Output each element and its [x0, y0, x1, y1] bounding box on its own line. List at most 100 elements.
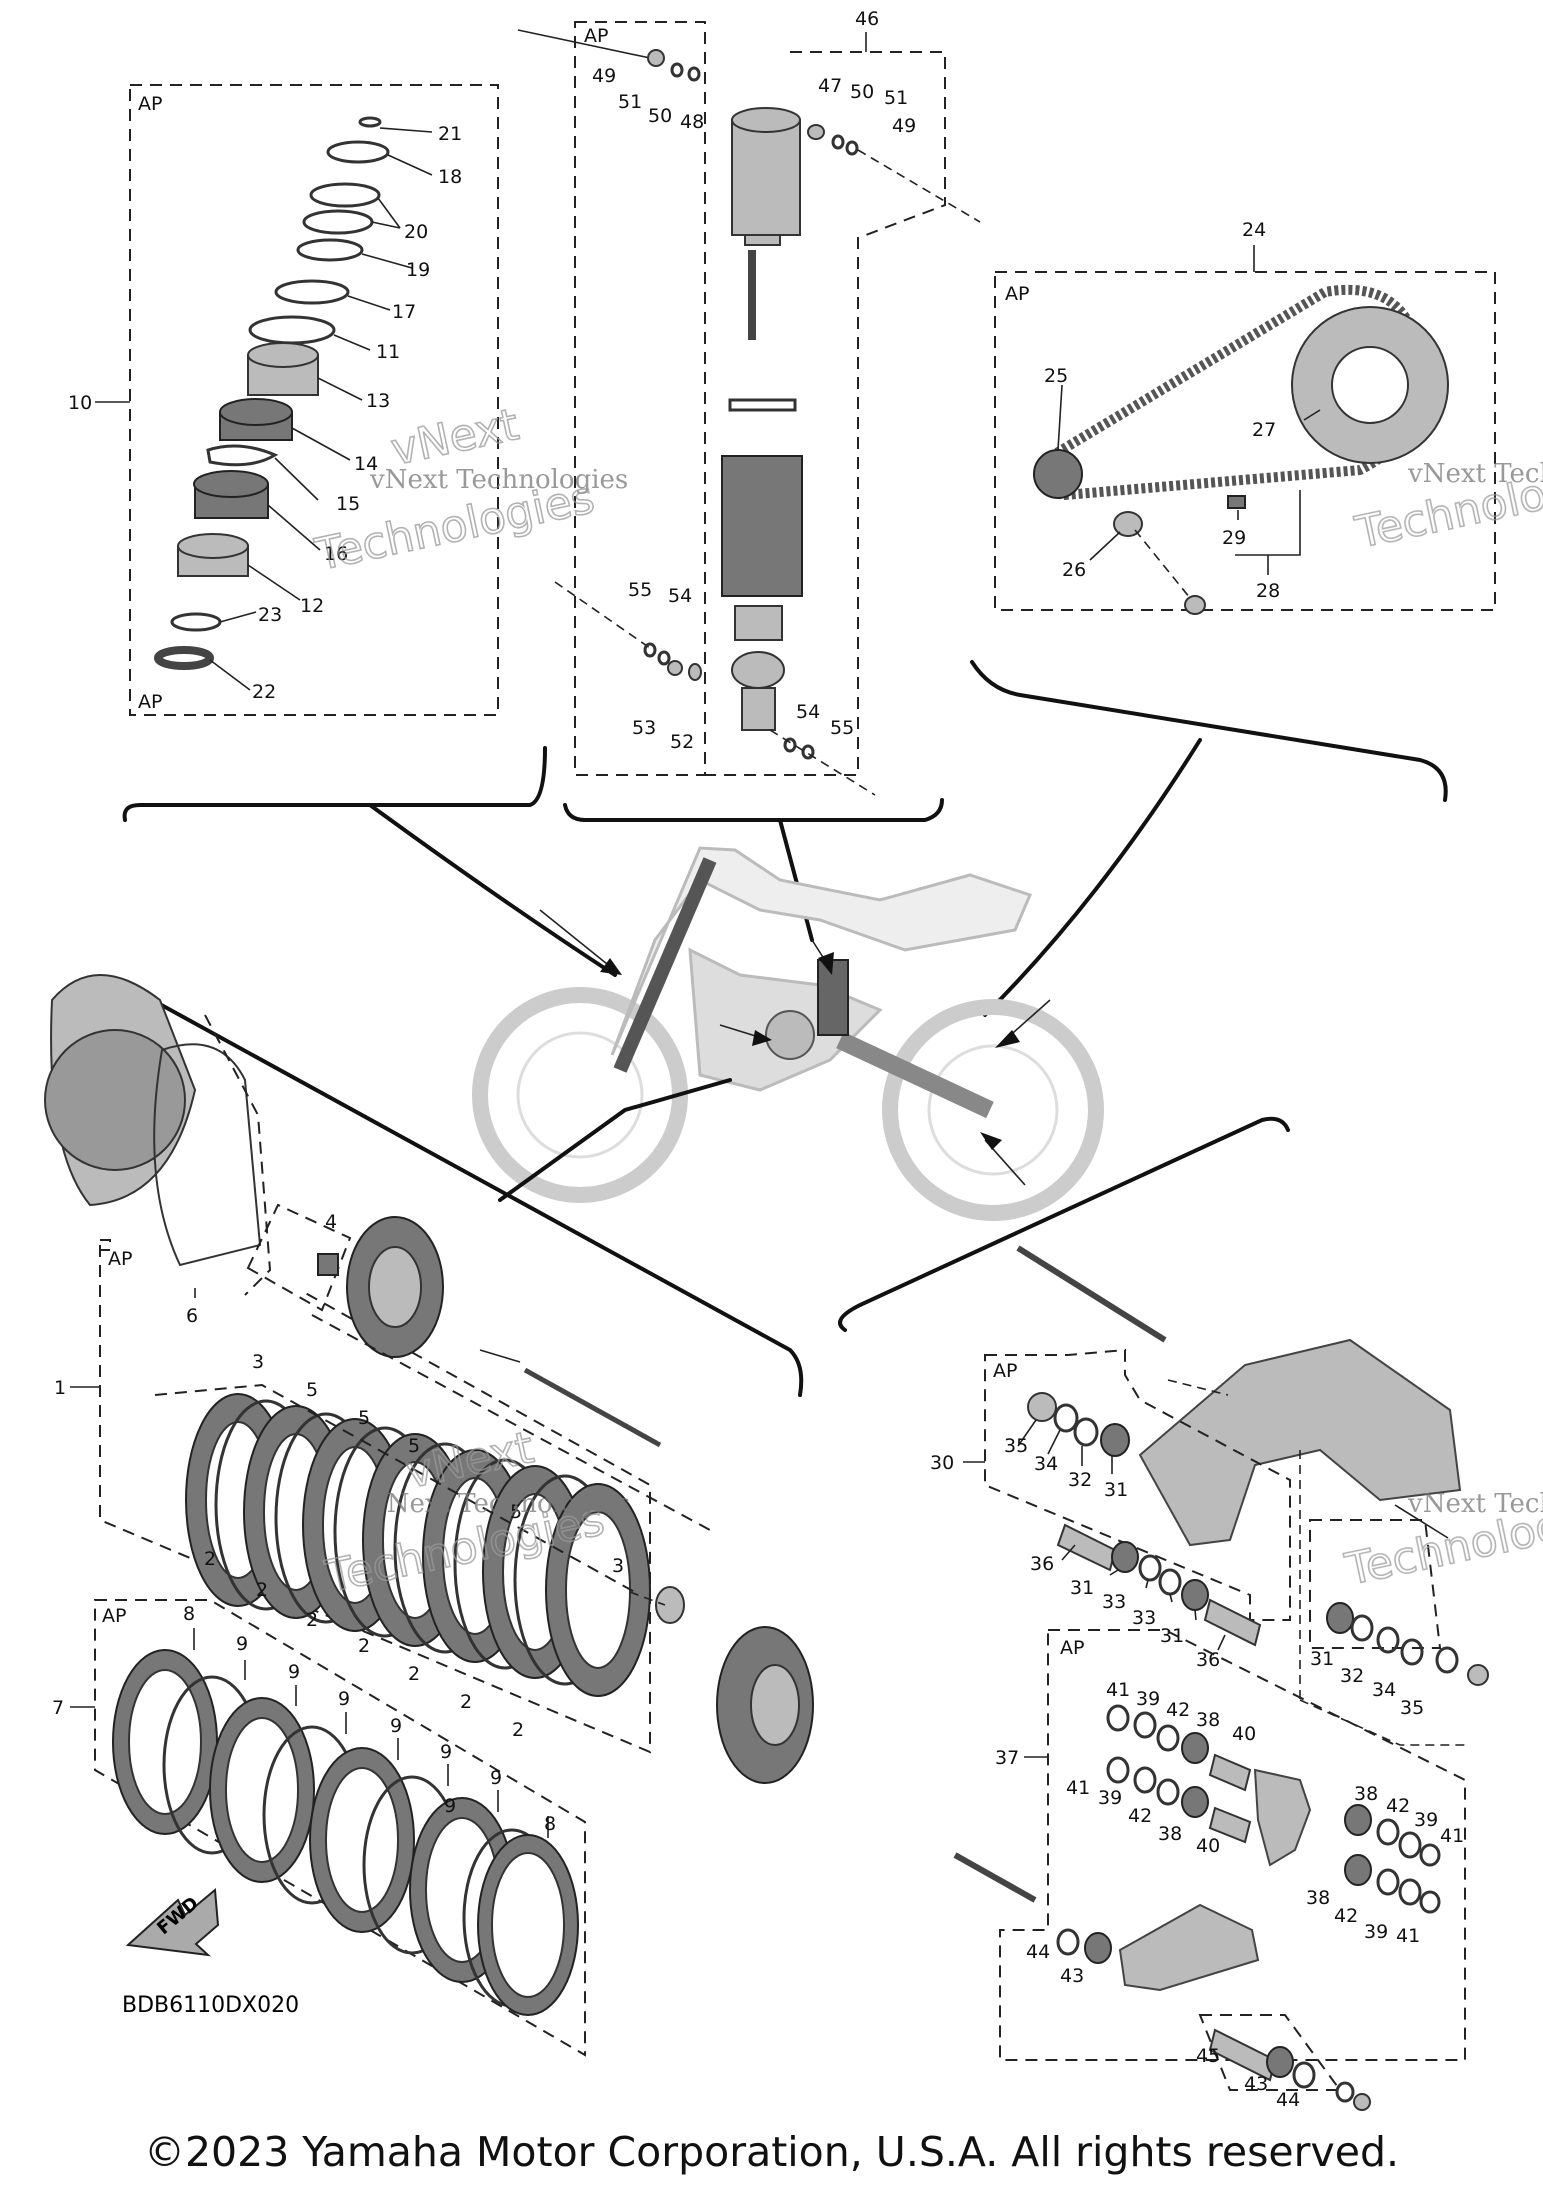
callout-10: 10 [68, 392, 92, 414]
callout-50: 50 [648, 105, 672, 127]
callout-38: 38 [1158, 1823, 1182, 1845]
callout-28: 28 [1256, 580, 1280, 602]
callout-38: 38 [1196, 1709, 1220, 1731]
callout-9: 9 [338, 1688, 350, 1710]
ap-tag: AP [993, 1360, 1017, 1382]
callout-43: 43 [1244, 2073, 1268, 2095]
callout-11: 11 [376, 341, 400, 363]
callout-41: 41 [1396, 1925, 1420, 1947]
steering-group: AP AP 10 [68, 84, 617, 977]
callout-44: 44 [1276, 2089, 1300, 2111]
callout-51: 51 [618, 91, 642, 113]
callout-9: 9 [490, 1767, 502, 1789]
callout-9: 9 [390, 1715, 402, 1737]
callout-34: 34 [1372, 1679, 1396, 1701]
callout-2: 2 [512, 1719, 524, 1741]
callout-38: 38 [1306, 1887, 1330, 1909]
watermark-text: vNext Technologies [1407, 1489, 1543, 1519]
watermark-text: vNext Technologies [371, 1489, 630, 1519]
callout-2: 2 [204, 1548, 216, 1570]
callout-36: 36 [1030, 1553, 1054, 1575]
callout-5: 5 [408, 1435, 420, 1457]
callout-55: 55 [628, 579, 652, 601]
callout-32: 32 [1340, 1665, 1364, 1687]
callout-53: 53 [632, 717, 656, 739]
callout-20: 20 [404, 221, 428, 243]
swingarm-group: AP 30 35 34 32 31 36 [838, 1116, 1489, 1746]
watermark-text: vNext Technologies [1407, 459, 1543, 489]
callout-2: 2 [460, 1691, 472, 1713]
callout-23: 23 [258, 604, 282, 626]
callout-29: 29 [1222, 527, 1246, 549]
callout-15: 15 [336, 493, 360, 515]
callout-31: 31 [1310, 1648, 1334, 1670]
callout-54: 54 [796, 701, 820, 723]
callout-2: 2 [306, 1609, 318, 1631]
ap-tag: AP [102, 1605, 126, 1627]
callout-2: 2 [408, 1663, 420, 1685]
callout-49: 49 [892, 115, 916, 137]
callout-9: 9 [288, 1661, 300, 1683]
callout-18: 18 [438, 166, 462, 188]
callout-5: 5 [510, 1501, 522, 1523]
callout-43: 43 [1060, 1965, 1084, 1987]
clutch-group: 6 AP 1 4 [44, 974, 814, 1784]
callout-42: 42 [1334, 1905, 1358, 1927]
relay-arm-group: AP 37 41 39 [953, 1629, 1466, 2111]
ap-tag: AP [1005, 283, 1029, 305]
callout-42: 42 [1128, 1805, 1152, 1827]
callout-14: 14 [354, 453, 378, 475]
callout-9: 9 [440, 1741, 452, 1763]
callout-9: 9 [444, 1795, 456, 1817]
callout-41: 41 [1440, 1825, 1464, 1847]
callout-3: 3 [252, 1351, 264, 1373]
callout-21: 21 [438, 123, 462, 145]
callout-39: 39 [1414, 1809, 1438, 1831]
callout-12: 12 [300, 595, 324, 617]
callout-27: 27 [1252, 419, 1276, 441]
callout-31: 31 [1160, 1625, 1184, 1647]
callout-37: 37 [995, 1747, 1019, 1769]
ap-tag: AP [138, 93, 162, 115]
callout-33: 33 [1102, 1591, 1126, 1613]
callout-34: 34 [1034, 1453, 1058, 1475]
callout-17: 17 [392, 301, 416, 323]
callout-8: 8 [544, 1813, 556, 1835]
callout-52: 52 [670, 731, 694, 753]
callout-7: 7 [52, 1697, 64, 1719]
callout-5: 5 [306, 1379, 318, 1401]
callout-5: 5 [358, 1407, 370, 1429]
callout-39: 39 [1364, 1921, 1388, 1943]
diagram-code: BDB6110DX020 [122, 1993, 299, 2018]
callout-31: 31 [1070, 1577, 1094, 1599]
callout-31: 31 [1104, 1479, 1128, 1501]
callout-39: 39 [1136, 1688, 1160, 1710]
callout-35: 35 [1400, 1697, 1424, 1719]
ap-tag: AP [584, 25, 608, 47]
callout-33: 33 [1132, 1607, 1156, 1629]
callout-22: 22 [252, 681, 276, 703]
callout-8: 8 [183, 1603, 195, 1625]
callout-40: 40 [1196, 1835, 1220, 1857]
callout-42: 42 [1166, 1699, 1190, 1721]
copyright-notice: ©2023 Yamaha Motor Corporation, U.S.A. A… [143, 2128, 1400, 2176]
callout-46: 46 [855, 8, 879, 30]
callout-51: 51 [884, 87, 908, 109]
callout-42: 42 [1386, 1795, 1410, 1817]
callout-39: 39 [1098, 1787, 1122, 1809]
watermark-text: vNext Technologies [369, 465, 628, 495]
callout-6: 6 [186, 1305, 198, 1327]
ap-tag: AP [108, 1248, 132, 1270]
callout-24: 24 [1242, 219, 1266, 241]
callout-13: 13 [366, 390, 390, 412]
rear-shock-group: AP 46 49 51 50 48 47 [517, 8, 981, 942]
callout-44: 44 [1026, 1941, 1050, 1963]
callout-30: 30 [930, 1452, 954, 1474]
callout-19: 19 [406, 259, 430, 281]
callout-2: 2 [358, 1635, 370, 1657]
callout-16: 16 [324, 543, 348, 565]
callout-9: 9 [236, 1633, 248, 1655]
callout-26: 26 [1062, 559, 1086, 581]
friction-plates-group: AP 7 8 9 9 9 9 9 9 8 9 [52, 1599, 586, 2057]
